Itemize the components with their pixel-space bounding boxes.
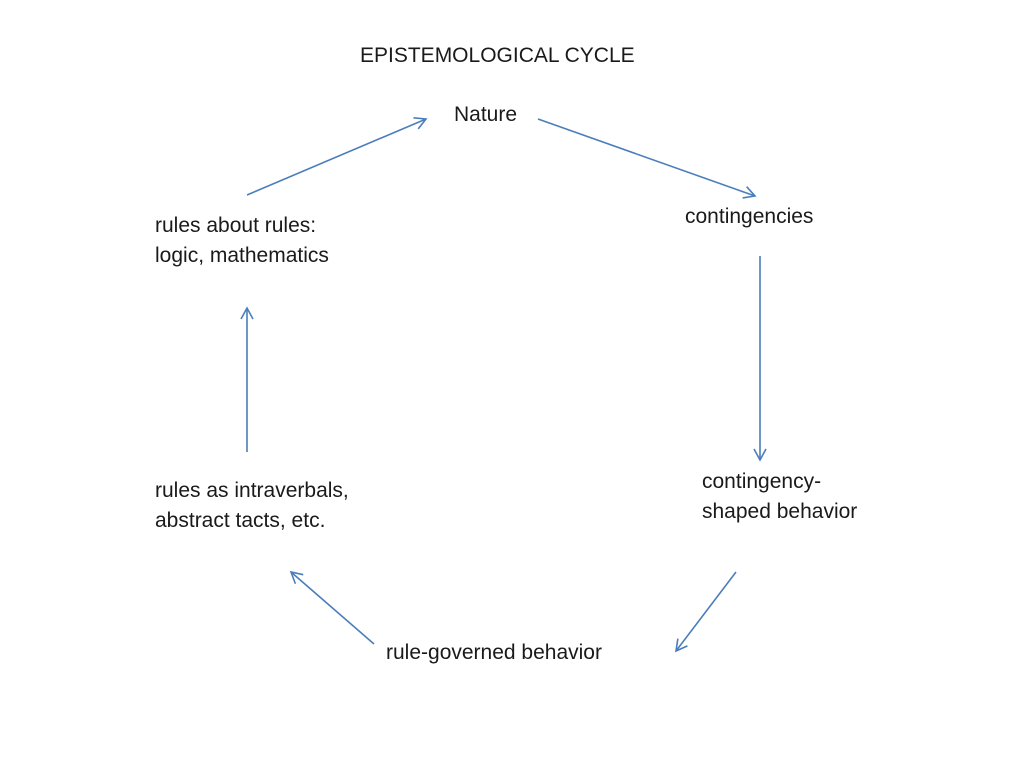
node-contingency-shaped-line-2: shaped behavior — [702, 500, 858, 523]
node-rules-intraverbals-line-1: rules as intraverbals, — [155, 479, 349, 502]
node-rule-governed-line-1: rule-governed behavior — [386, 641, 602, 664]
node-rules-about-rules-line-2: logic, mathematics — [155, 244, 329, 267]
node-rules-intraverbals-line-2: abstract tacts, etc. — [155, 509, 326, 532]
node-rules-about-rules: rules about rules: logic, mathematics — [155, 211, 329, 271]
node-contingencies: contingencies — [685, 202, 813, 232]
node-contingency-shaped-line-1: contingency- — [702, 470, 822, 493]
node-nature-line-1: Nature — [454, 103, 518, 126]
diagram-title: EPISTEMOLOGICAL CYCLE — [360, 44, 635, 67]
node-rule-governed-behavior: rule-governed behavior — [386, 638, 602, 668]
arrow-contingency-shaped-to-rule-governed — [674, 571, 737, 653]
arrow-rule-governed-to-rules-intraverbals — [289, 570, 375, 645]
node-rules-as-intraverbals: rules as intraverbals, abstract tacts, e… — [155, 476, 349, 536]
node-contingency-shaped-behavior: contingency- shaped behavior — [702, 467, 857, 527]
node-rules-about-rules-line-1: rules about rules: — [155, 214, 317, 237]
arrow-nature-to-contingencies — [537, 118, 757, 199]
node-nature: Nature — [454, 100, 517, 130]
node-contingencies-line-1: contingencies — [685, 205, 814, 228]
arrow-rules-about-rules-to-nature — [246, 116, 428, 196]
